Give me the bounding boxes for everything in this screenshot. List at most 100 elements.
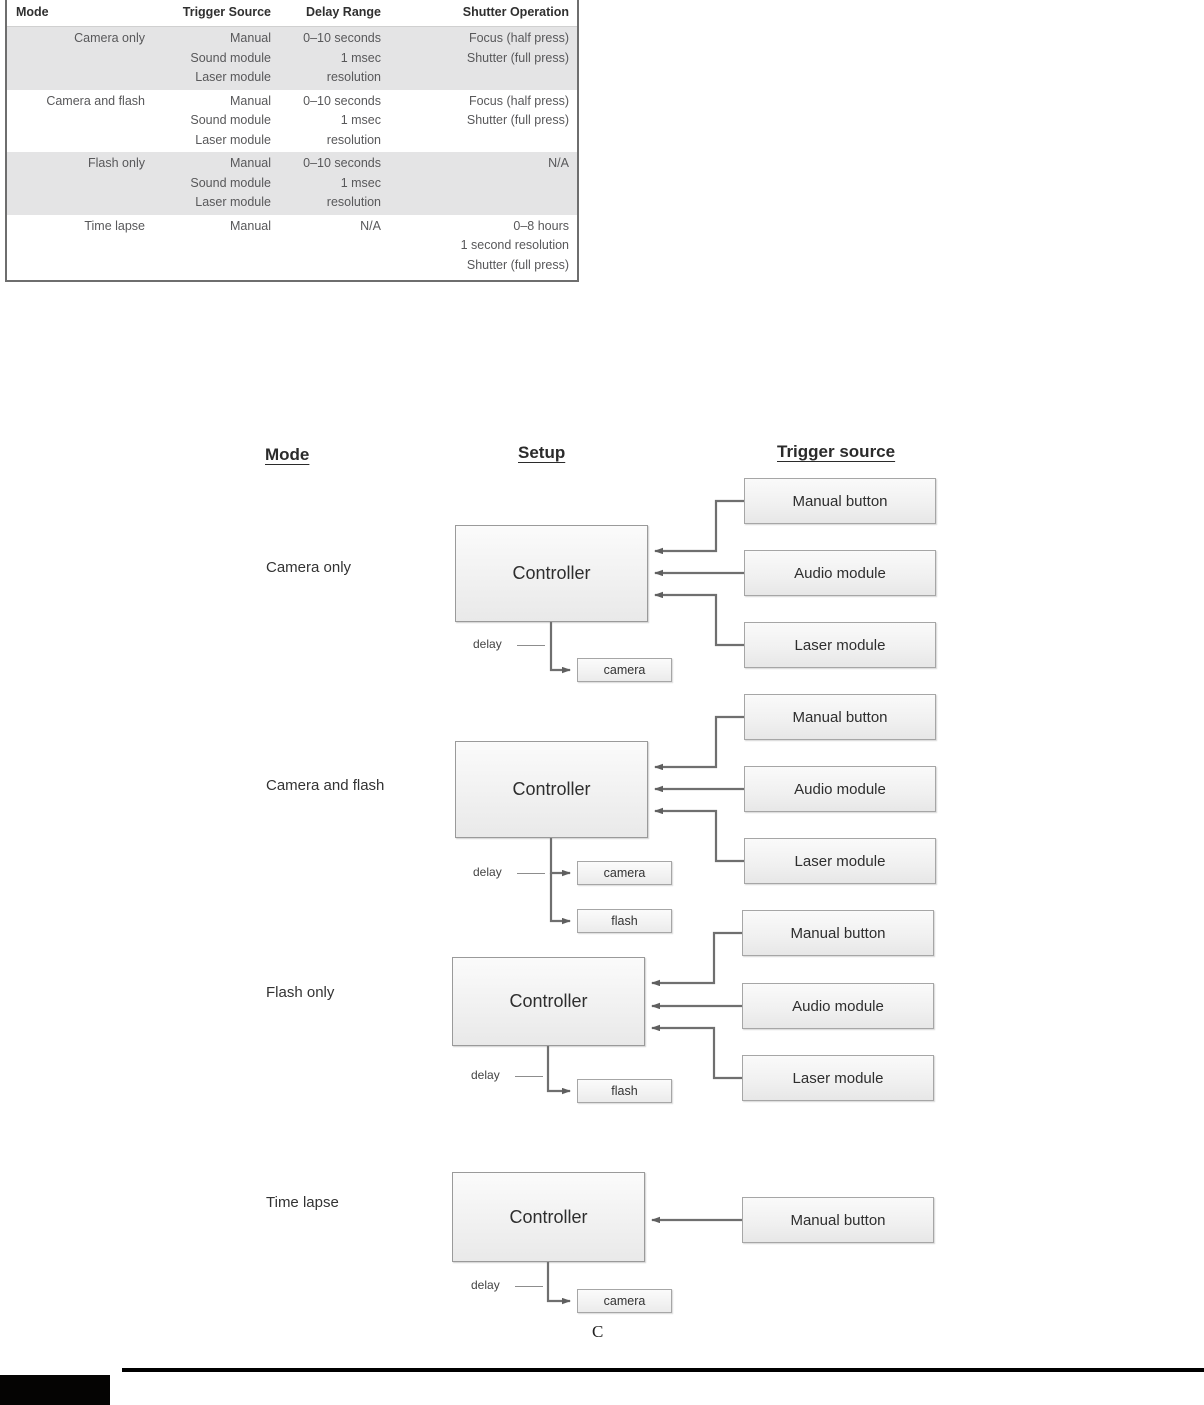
output-box-flash-3[interactable]: flash	[577, 1079, 672, 1103]
footer-redaction-block	[0, 1375, 110, 1405]
delay-label-3: delay	[471, 1068, 500, 1082]
cell-line: resolution	[326, 195, 381, 209]
cell-mode: Camera only	[7, 26, 159, 90]
trigger-box-laser-module-3[interactable]: Laser module	[742, 1055, 934, 1101]
wire-controller-to-camera-4	[546, 1262, 571, 1305]
cell-line: Manual	[230, 31, 271, 45]
trigger-box-laser-module-1[interactable]: Laser module	[744, 622, 936, 668]
trigger-box-audio-module-3[interactable]: Audio module	[742, 983, 934, 1029]
cell-line: Sound module	[190, 50, 271, 65]
controller-box-flash-only[interactable]: Controller	[452, 957, 645, 1046]
delay-dash-2	[517, 873, 545, 874]
cell-delay-range: N/A	[279, 214, 389, 277]
cell-delay-range: 0–10 seconds 1 msec resolution	[279, 152, 389, 215]
wire-laser-to-controller-3	[651, 1024, 742, 1080]
output-box-camera-2[interactable]: camera	[577, 861, 672, 885]
output-box-camera-1[interactable]: camera	[577, 658, 672, 682]
delay-dash-1	[517, 645, 545, 646]
mode-specification-table: Mode Trigger Source Delay Range Shutter …	[5, 0, 579, 282]
cell-trigger-source: Manual Sound module Laser module	[159, 89, 279, 152]
cell-line: Focus (half press)	[468, 31, 569, 45]
mode-table: Mode Trigger Source Delay Range Shutter …	[7, 0, 577, 277]
cell-line: 0–10 seconds	[303, 31, 381, 45]
trigger-box-manual-button-1[interactable]: Manual button	[744, 478, 936, 524]
cell-line: resolution	[326, 70, 381, 84]
delay-dash-4	[515, 1286, 543, 1287]
trigger-box-audio-module-1[interactable]: Audio module	[744, 550, 936, 596]
mode-label-camera-and-flash: Camera and flash	[266, 777, 385, 794]
wire-manual-to-controller-2	[654, 715, 744, 771]
trigger-box-laser-module-2[interactable]: Laser module	[744, 838, 936, 884]
wire-controller-to-flash-2	[549, 873, 571, 925]
trigger-box-manual-button-2[interactable]: Manual button	[744, 694, 936, 740]
cell-line: 1 msec	[340, 50, 381, 65]
mode-label-camera-only: Camera only	[266, 559, 352, 576]
mode-label-time-lapse: Time lapse	[266, 1194, 339, 1211]
cell-shutter-operation: Focus (half press) Shutter (full press)	[389, 26, 577, 90]
trigger-box-manual-button-3[interactable]: Manual button	[742, 910, 934, 956]
controller-box-camera-and-flash[interactable]: Controller	[455, 741, 648, 838]
cell-line: Focus (half press)	[468, 93, 569, 108]
delay-dash-3	[515, 1076, 543, 1077]
table-row: Camera and flash Manual Sound module Las…	[7, 89, 577, 152]
wire-manual-to-controller-1	[654, 499, 744, 555]
cell-line: Laser module	[195, 70, 271, 84]
cell-line: 0–8 hours	[513, 218, 569, 233]
cell-line: Shutter (full press)	[466, 50, 569, 65]
table-header-delay-range: Delay Range	[279, 0, 389, 27]
cell-line: 0–10 seconds	[303, 156, 381, 170]
cell-line: Sound module	[190, 113, 271, 127]
cell-shutter-operation: Focus (half press) Shutter (full press)	[389, 89, 577, 152]
cell-line: 1 msec	[340, 175, 381, 190]
diagram-column-header-setup: Setup	[518, 443, 566, 462]
cell-delay-range: 0–10 seconds 1 msec resolution	[279, 89, 389, 152]
cell-line: N/A	[548, 156, 569, 170]
cell-mode: Time lapse	[7, 214, 159, 277]
controller-box-camera-only[interactable]: Controller	[455, 525, 648, 622]
table-header-trigger-source: Trigger Source	[159, 0, 279, 27]
trigger-box-audio-module-2[interactable]: Audio module	[744, 766, 936, 812]
table-row: Flash only Manual Sound module Laser mod…	[7, 152, 577, 215]
wire-controller-to-camera-2	[549, 838, 571, 877]
table-header-row: Mode Trigger Source Delay Range Shutter …	[7, 0, 577, 27]
wire-controller-to-camera-1	[549, 622, 571, 674]
wire-laser-to-controller-1	[654, 591, 744, 647]
figure-caption: C	[592, 1322, 604, 1341]
output-box-flash-2[interactable]: flash	[577, 909, 672, 933]
cell-line: Manual	[230, 218, 271, 233]
trigger-box-manual-button-4[interactable]: Manual button	[742, 1197, 934, 1243]
cell-line: Laser module	[195, 132, 271, 147]
cell-trigger-source: Manual Sound module Laser module	[159, 26, 279, 90]
cell-mode: Camera and flash	[7, 89, 159, 152]
cell-shutter-operation: N/A	[389, 152, 577, 215]
cell-line: Manual	[230, 156, 271, 170]
cell-line: 0–10 seconds	[303, 93, 381, 108]
delay-label-4: delay	[471, 1278, 500, 1292]
footer-rule	[122, 1368, 1204, 1372]
wire-manual-to-controller-3	[651, 931, 742, 987]
cell-line: Laser module	[195, 195, 271, 209]
table-row: Camera only Manual Sound module Laser mo…	[7, 26, 577, 90]
cell-line: Shutter (full press)	[466, 113, 569, 127]
cell-line: 1 msec	[340, 113, 381, 127]
table-header-shutter-operation: Shutter Operation	[389, 0, 577, 27]
output-box-camera-4[interactable]: camera	[577, 1289, 672, 1313]
cell-line: 1 second resolution	[460, 238, 569, 252]
cell-line: N/A	[360, 218, 381, 233]
delay-label-1: delay	[473, 637, 502, 651]
cell-line: Shutter (full press)	[466, 257, 569, 272]
table-row: Time lapse Manual N/A 0–8 hours 1 second…	[7, 214, 577, 277]
wire-laser-to-controller-2	[654, 807, 744, 863]
cell-trigger-source: Manual	[159, 214, 279, 277]
controller-box-time-lapse[interactable]: Controller	[452, 1172, 645, 1262]
wire-controller-to-flash-3	[546, 1046, 571, 1095]
cell-line: Manual	[230, 93, 271, 108]
cell-line: Sound module	[190, 175, 271, 190]
table-header-mode: Mode	[7, 0, 159, 27]
cell-mode: Flash only	[7, 152, 159, 215]
cell-trigger-source: Manual Sound module Laser module	[159, 152, 279, 215]
delay-label-2: delay	[473, 865, 502, 879]
mode-label-flash-only: Flash only	[266, 984, 335, 1001]
